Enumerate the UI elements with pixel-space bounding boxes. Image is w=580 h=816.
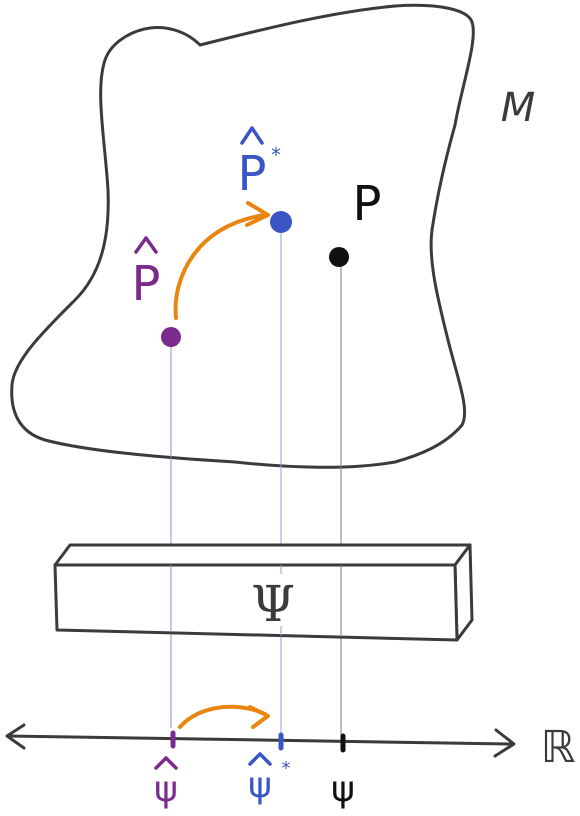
hat-accent xyxy=(134,236,158,254)
tick-label-psi: ψ xyxy=(331,769,355,810)
hat-accent xyxy=(240,126,264,145)
psi-box-label: Ψ xyxy=(251,575,295,633)
svg-text:ψ: ψ xyxy=(154,769,178,810)
label-p-hat-star: P * xyxy=(238,126,281,202)
hat-accent xyxy=(154,756,178,770)
svg-text:*: * xyxy=(271,143,281,167)
point-p-hat xyxy=(161,327,181,347)
manifold-blob xyxy=(10,3,475,469)
label-p-hat: P xyxy=(132,236,161,312)
update-arrow-axis xyxy=(178,704,270,729)
svg-text:P: P xyxy=(238,146,267,202)
hat-accent xyxy=(248,752,272,766)
psi-box xyxy=(53,543,474,642)
point-p-hat-star xyxy=(270,211,292,233)
point-p xyxy=(329,247,349,267)
svg-text:M: M xyxy=(501,85,536,131)
svg-text:*: * xyxy=(282,758,291,779)
real-axis xyxy=(5,723,516,758)
update-arrow-manifold xyxy=(173,201,270,320)
tick-label-psi-hat: ψ xyxy=(154,756,178,810)
tick-label-psi-hat-star: ψ * xyxy=(248,752,291,806)
svg-text:ψ: ψ xyxy=(331,769,355,810)
manifold-label: M xyxy=(501,85,536,131)
real-axis-label: ℝ xyxy=(541,722,576,773)
label-p: P xyxy=(353,176,382,232)
svg-text:ψ: ψ xyxy=(248,765,272,806)
svg-text:P: P xyxy=(132,256,161,312)
svg-text:P: P xyxy=(353,176,382,232)
